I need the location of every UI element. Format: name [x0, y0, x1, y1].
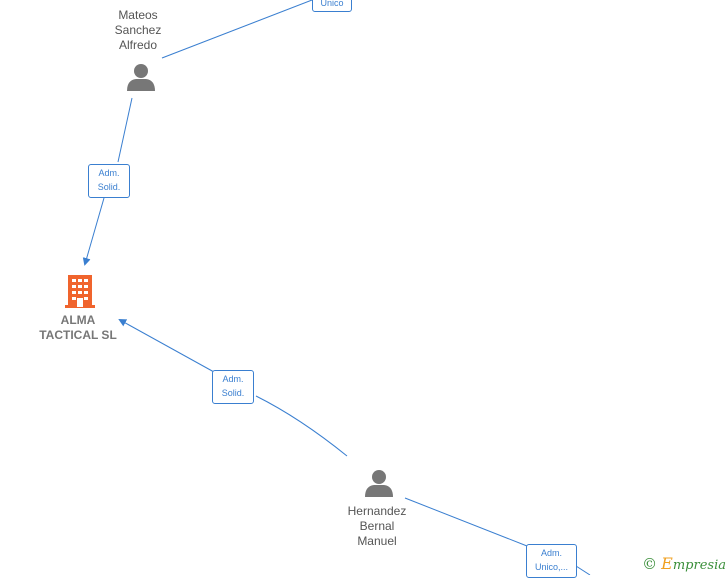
building-icon[interactable]	[64, 273, 96, 309]
brand-watermark: ©Empresia	[642, 554, 726, 573]
edge-label-top-partial: Unico	[312, 0, 352, 12]
person-label-mateos[interactable]: Mateos Sanchez Alfredo	[114, 8, 162, 52]
brand-name: mpresia	[672, 558, 726, 573]
company-label[interactable]: ALMA TACTICAL SL	[39, 313, 117, 342]
edge-mateos-company	[85, 97, 133, 264]
edge-hernandez-partial	[404, 497, 591, 575]
edge-top-partial	[161, 0, 313, 59]
edge-label-hernandez-company: Adm. Solid.	[212, 370, 254, 404]
edge-label-hernandez-partial: Adm. Unico,...	[526, 544, 577, 578]
copyright-icon: ©	[642, 555, 658, 573]
person-icon[interactable]	[126, 62, 156, 92]
brand-initial: E	[661, 554, 673, 573]
edge-label-mateos-company: Adm. Solid.	[88, 164, 130, 198]
person-icon[interactable]	[364, 468, 394, 498]
person-label-hernandez[interactable]: Hernandez Bernal Manuel	[347, 504, 407, 548]
edge-hernandez-company	[120, 320, 348, 457]
